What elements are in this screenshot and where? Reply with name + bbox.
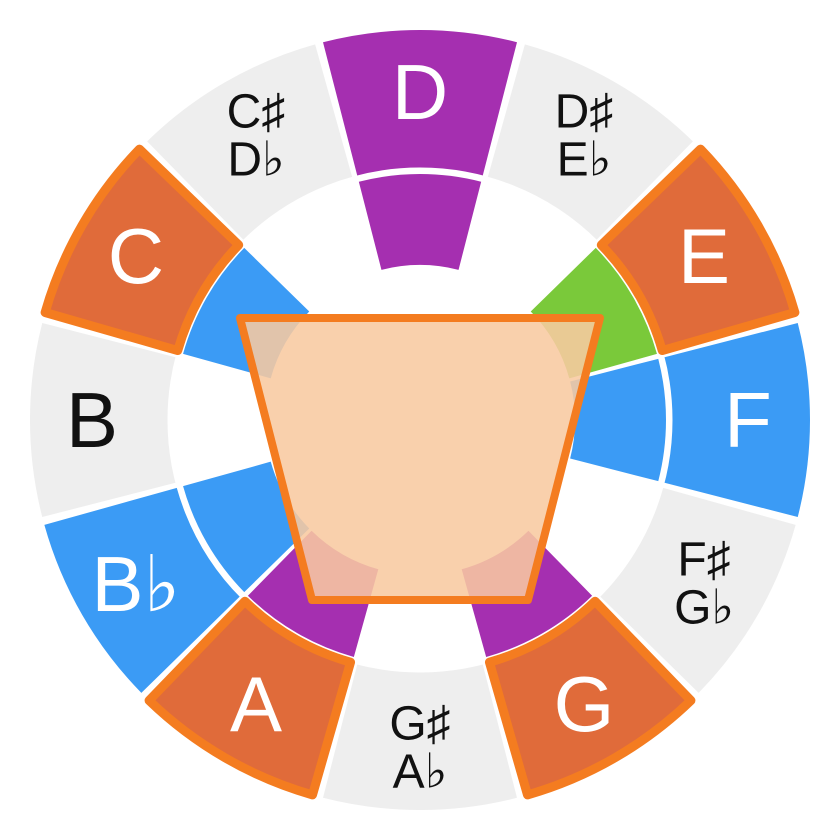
inner-segment-bb [183,461,310,593]
outer-segment-g-ab[interactable] [323,664,517,811]
highlight-border-g [484,596,696,800]
note-label-g-ab-0: G♯ [389,698,450,751]
note-label-d-0: D [392,48,448,136]
note-label-c-db-1: D♭ [227,133,284,186]
outer-ring [30,30,811,811]
note-label-g-ab-1: A♭ [393,746,448,799]
inner-segment-d [358,174,482,270]
outer-segment-bb[interactable] [44,487,240,693]
note-label-a-0: A [230,660,282,748]
outer-segment-b[interactable] [30,323,176,517]
note-labels: D D♯E♭ EF F♯G♭ G G♯A♭ A B♭ BC C♯D♭ [66,48,772,799]
note-label-d-eb-0: D♯ [555,85,614,138]
outer-segment-d[interactable] [323,30,517,176]
note-label-b-0: B [66,376,118,464]
note-label-f-0: F [724,376,772,464]
center-selection [236,314,604,604]
note-label-c-db-0: C♯ [227,85,286,138]
note-label-e-0: E [678,212,730,300]
outer-segment-f-gb[interactable] [600,487,796,693]
note-label-f-gb-1: G♭ [674,582,734,635]
note-label-bb-0: B♭ [92,540,181,628]
highlight-border-e [596,144,800,356]
outer-segment-f[interactable] [664,323,811,517]
highlight-border-a [144,596,356,800]
note-label-d-eb-1: E♭ [557,133,612,186]
highlight-border-c [40,144,244,356]
outer-segment-d-eb[interactable] [487,44,693,240]
note-label-g-0: G [554,660,615,748]
ring-separator [167,167,673,673]
center-selection-trapezoid[interactable] [236,314,604,604]
outer-segment-c-db[interactable] [147,44,353,240]
note-label-c-0: C [108,212,164,300]
note-label-f-gb-0: F♯ [677,534,730,587]
highlight-borders [40,144,800,800]
inner-segment-f [570,358,667,482]
